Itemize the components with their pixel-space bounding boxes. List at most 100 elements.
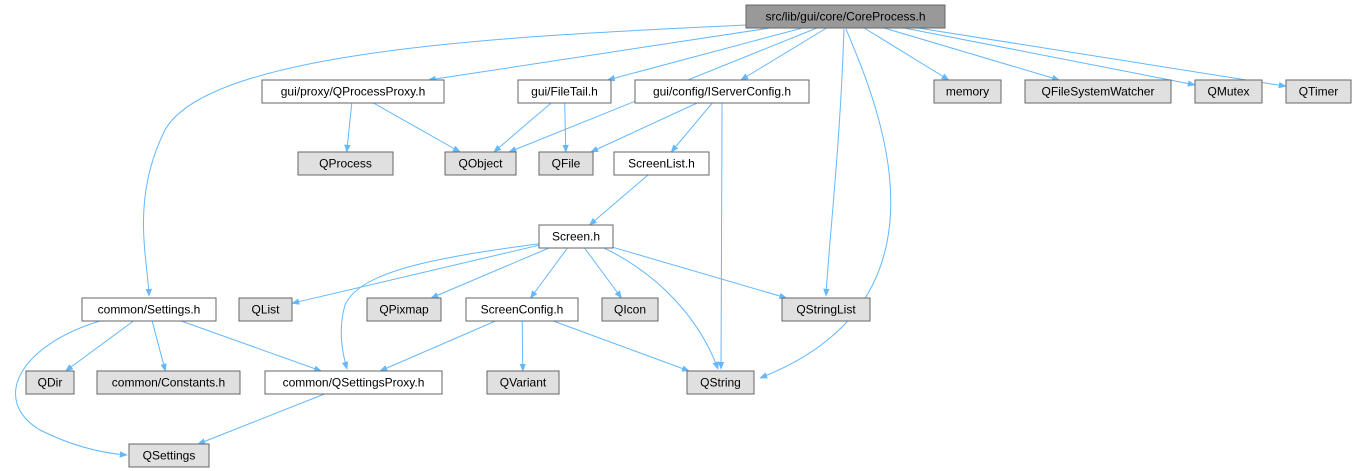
node-box-coreprocess	[745, 4, 946, 29]
node-coreprocess[interactable]: src/lib/gui/core/CoreProcess.h	[745, 4, 946, 29]
node-qsettingsproxy[interactable]: common/QSettingsProxy.h	[264, 370, 443, 395]
node-qdir[interactable]: QDir	[25, 370, 75, 395]
edge-coreprocess-to-iserverconfig	[740, 27, 827, 81]
edge-coreprocess-to-qstringlist	[823, 28, 845, 297]
edge-coreprocess-to-qstring	[759, 28, 892, 379]
edge-settings-to-qsettingsproxy	[181, 320, 323, 372]
node-label-screenconfig: ScreenConfig.h	[481, 303, 564, 317]
node-label-coreprocess: src/lib/gui/core/CoreProcess.h	[765, 10, 925, 24]
edge-screen-to-qicon	[584, 247, 622, 299]
node-iserverconfig[interactable]: gui/config/IServerConfig.h	[634, 79, 810, 104]
edge-coreprocess-to-qtimer	[917, 27, 1287, 89]
edge-screenconfig-to-qvariant	[519, 320, 526, 372]
node-label-qstringlist: QStringList	[796, 303, 856, 317]
node-label-qfile: QFile	[552, 157, 581, 171]
node-label-qobject: QObject	[458, 157, 503, 171]
node-label-filetail: gui/FileTail.h	[531, 85, 598, 99]
node-label-constants: common/Constants.h	[112, 376, 225, 390]
node-box-qobject	[444, 151, 517, 176]
node-constants[interactable]: common/Constants.h	[96, 370, 241, 395]
node-label-memory: memory	[946, 85, 989, 99]
node-label-qtimer: QTimer	[1299, 85, 1339, 99]
node-qpixmap[interactable]: QPixmap	[366, 297, 442, 322]
node-qstring[interactable]: QString	[686, 370, 755, 395]
node-screenlist[interactable]: ScreenList.h	[613, 151, 710, 176]
node-box-qprocessproxy	[261, 79, 445, 104]
nodes-layer: src/lib/gui/core/CoreProcess.h gui/proxy/…	[25, 4, 1352, 468]
node-label-settings: common/Settings.h	[98, 303, 201, 317]
node-label-qstring: QString	[700, 376, 741, 390]
edge-screen-to-qsettingsproxy	[340, 242, 546, 370]
edge-screenconfig-to-qsettingsproxy	[379, 320, 496, 372]
node-box-qsettingsproxy	[264, 370, 443, 395]
edge-settings-to-qsettings	[15, 320, 128, 458]
edge-coreprocess-to-qprocessproxy	[427, 27, 771, 83]
edge-iserverconfig-to-screenlist	[670, 102, 713, 153]
node-box-screenconfig	[465, 297, 579, 322]
node-box-qfile	[538, 151, 594, 176]
edge-coreprocess-to-qmutex	[904, 27, 1196, 87]
edge-screenlist-to-screen	[588, 174, 649, 226]
node-qicon[interactable]: QIcon	[601, 297, 659, 322]
node-label-screenlist: ScreenList.h	[628, 157, 695, 171]
node-qsettings[interactable]: QSettings	[128, 443, 210, 468]
edge-screen-to-qlist	[291, 244, 540, 305]
node-qvariant[interactable]: QVariant	[486, 370, 560, 395]
node-screen[interactable]: Screen.h	[538, 224, 614, 249]
edge-qprocessproxy-to-qobject	[373, 102, 461, 153]
node-box-screen	[538, 224, 614, 249]
node-label-iserverconfig: gui/config/IServerConfig.h	[653, 85, 791, 99]
edge-screen-to-qpixmap	[430, 247, 550, 299]
node-settings[interactable]: common/Settings.h	[81, 297, 217, 322]
node-box-memory	[933, 79, 1002, 104]
node-label-qsettings: QSettings	[143, 449, 196, 463]
node-label-qprocessproxy: gui/proxy/QProcessProxy.h	[281, 85, 426, 99]
node-box-constants	[96, 370, 241, 395]
node-box-settings	[81, 297, 217, 322]
node-box-qsettings	[128, 443, 210, 468]
edge-iserverconfig-to-qstring	[717, 102, 725, 370]
node-filetail[interactable]: gui/FileTail.h	[517, 79, 612, 104]
edge-qprocessproxy-to-qprocess	[344, 102, 353, 153]
node-box-qtimer	[1285, 79, 1352, 104]
node-box-qdir	[25, 370, 75, 395]
node-qstringlist[interactable]: QStringList	[781, 297, 871, 322]
edge-iserverconfig-to-qfile	[590, 102, 698, 153]
node-box-filetail	[517, 79, 612, 104]
node-qprocess[interactable]: QProcess	[297, 151, 394, 176]
edge-settings-to-constants	[151, 320, 167, 372]
edge-screen-to-qstringlist	[612, 246, 788, 300]
node-box-qfilesystemwatcher	[1024, 79, 1172, 104]
edge-coreprocess-to-settings	[143, 24, 747, 297]
node-qfile[interactable]: QFile	[538, 151, 594, 176]
node-qlist[interactable]: QList	[238, 297, 293, 322]
node-box-screenlist	[613, 151, 710, 176]
node-box-iserverconfig	[634, 79, 810, 104]
node-box-qpixmap	[366, 297, 442, 322]
node-qtimer[interactable]: QTimer	[1285, 79, 1352, 104]
node-screenconfig[interactable]: ScreenConfig.h	[465, 297, 579, 322]
node-label-qdir: QDir	[38, 376, 63, 390]
edge-screen-to-screenconfig	[530, 247, 568, 299]
node-box-qstringlist	[781, 297, 871, 322]
node-box-qstring	[686, 370, 755, 395]
edge-filetail-to-qfile	[562, 102, 569, 153]
node-box-qicon	[601, 297, 659, 322]
node-qmutex[interactable]: QMutex	[1194, 79, 1263, 104]
edge-coreprocess-to-qfilesystemwatcher	[884, 27, 1061, 82]
node-qobject[interactable]: QObject	[444, 151, 517, 176]
node-qprocessproxy[interactable]: gui/proxy/QProcessProxy.h	[261, 79, 445, 104]
node-label-qmutex: QMutex	[1207, 85, 1249, 99]
node-box-qvariant	[486, 370, 560, 395]
node-qfilesystemwatcher[interactable]: QFileSystemWatcher	[1024, 79, 1172, 104]
node-label-screen: Screen.h	[552, 230, 600, 244]
node-box-qlist	[238, 297, 293, 322]
edge-filetail-to-qobject	[493, 102, 552, 153]
node-label-qvariant: QVariant	[500, 376, 547, 390]
node-label-qpixmap: QPixmap	[379, 303, 429, 317]
node-box-qprocess	[297, 151, 394, 176]
node-memory[interactable]: memory	[933, 79, 1002, 104]
node-label-qsettingsproxy: common/QSettingsProxy.h	[283, 376, 425, 390]
node-label-qfilesystemwatcher: QFileSystemWatcher	[1042, 85, 1155, 99]
